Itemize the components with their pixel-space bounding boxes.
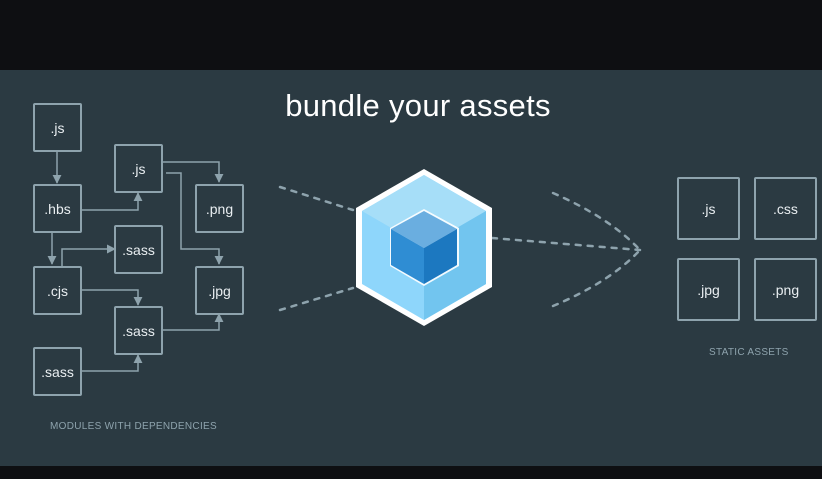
module-sass-box-3: .sass — [114, 306, 163, 355]
module-cjs-box: .cjs — [33, 266, 82, 315]
module-sass-box-2: .sass — [114, 225, 163, 274]
arrow-cjs-to-sass — [61, 244, 116, 266]
static-assets-caption: STATIC ASSETS — [709, 347, 789, 358]
module-jpg-box: .jpg — [195, 266, 244, 315]
modules-caption: MODULES WITH DEPENDENCIES — [50, 421, 217, 432]
flow-line-bottom-out — [551, 248, 642, 308]
module-js-box-2: .js — [114, 144, 163, 193]
asset-png-box: .png — [754, 258, 817, 321]
asset-js-box: .js — [677, 177, 740, 240]
arrow-cjs-to-sass-2 — [82, 289, 143, 306]
arrow-js-to-jpg — [166, 172, 224, 265]
arrow-sass-to-sass — [82, 354, 143, 372]
module-png-box: .png — [195, 184, 244, 233]
flow-line-top-in — [278, 185, 355, 212]
page-title: bundle your assets — [285, 88, 551, 123]
module-hbs-box: .hbs — [33, 184, 82, 233]
flow-line-middle-out — [490, 236, 642, 252]
arrow-hbs-to-js — [82, 192, 143, 211]
flow-line-top-out — [551, 191, 642, 252]
flow-line-bottom-in — [278, 286, 355, 312]
arrow-js-to-png — [163, 161, 224, 183]
asset-css-box: .css — [754, 177, 817, 240]
arrow-sass-to-jpg — [163, 313, 224, 331]
asset-jpg-box: .jpg — [677, 258, 740, 321]
module-sass-box: .sass — [33, 347, 82, 396]
module-js-box: .js — [33, 103, 82, 152]
webpack-cube-icon — [356, 169, 492, 326]
